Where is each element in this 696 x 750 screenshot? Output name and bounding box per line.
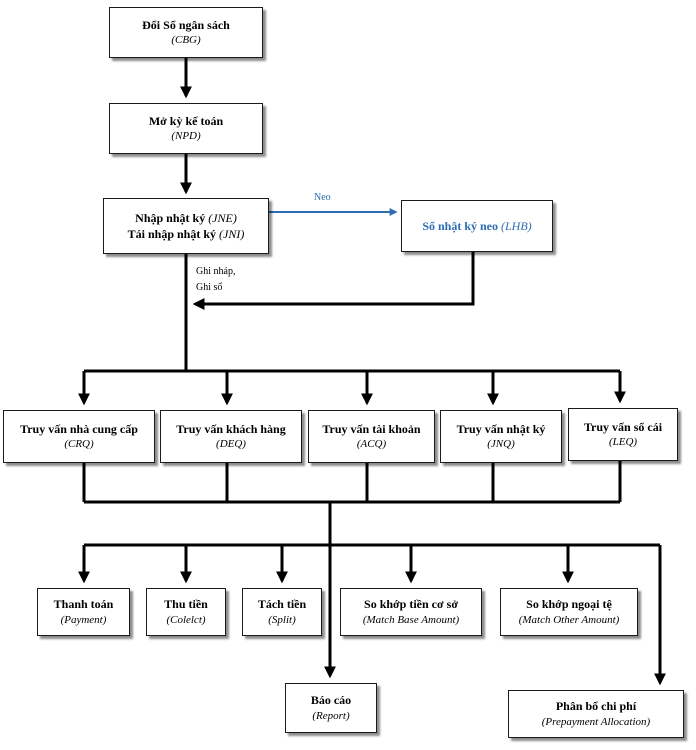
arrow-lhb-return [192,252,475,310]
node-cbg: Đổi Sổ ngân sách (CBG) [109,7,263,58]
node-leq-title: Truy vấn sổ cái [583,419,663,434]
node-npd-title: Mở kỳ kế toán [148,113,224,128]
node-jne-code2: (JNI) [219,227,245,241]
node-deq-title: Truy vấn khách hàng [176,421,286,436]
node-lhb: Sổ nhật ký neo (LHB) [401,200,553,252]
node-jne-line1: Nhập nhật ký [135,210,206,225]
node-acq-title: Truy vấn tài khoản [322,421,421,436]
node-npd-code: (NPD) [171,130,201,143]
node-payment-code: (Payment) [60,613,107,626]
node-payment-title: Thanh toán [53,597,114,612]
node-report-code: (Report) [312,709,350,722]
node-crq: Truy vấn nhà cung cấp (CRQ) [3,410,155,463]
node-moa: So khớp ngoại tệ (Match Other Amount) [500,588,638,636]
node-mba-code: (Match Base Amount) [362,613,460,626]
node-payment: Thanh toán (Payment) [37,588,130,636]
node-deq: Truy vấn khách hàng (DEQ) [160,410,302,463]
node-mba-title: So khớp tiền cơ sở [364,597,458,612]
node-split: Tách tiền (Split) [242,588,322,636]
node-cbg-title: Đổi Sổ ngân sách [142,17,230,32]
node-crq-code: (CRQ) [64,438,94,451]
neo-label: Neo [314,192,331,203]
node-crq-title: Truy vấn nhà cung cấp [20,421,138,436]
node-collect: Thu tiền (Colelct) [146,588,226,636]
node-jne-code1: (JNE) [208,210,237,225]
node-prepay-title: Phân bổ chi phí [555,699,637,714]
node-jnq-title: Truy vấn nhật ký [456,421,546,436]
node-jne: Nhập nhật ký (JNE) Tái nhập nhật ký (JNI… [103,198,269,254]
node-collect-code: (Colelct) [166,613,206,626]
node-prepay-code: (Prepayment Allocation) [541,715,651,728]
node-jnq: Truy vấn nhật ký (JNQ) [440,410,562,463]
node-report-title: Báo cáo [310,693,352,708]
node-split-title: Tách tiền [257,597,307,612]
node-leq-code: (LEQ) [608,436,638,449]
node-lhb-title: Sổ nhật ký neo [422,218,499,233]
draft-label: Ghi nháp, [196,266,236,277]
node-jne-line2: Tái nhập nhật ký [127,227,217,241]
node-npd: Mở kỳ kế toán (NPD) [109,103,263,154]
node-leq: Truy vấn sổ cái (LEQ) [568,408,678,461]
node-collect-title: Thu tiền [164,597,208,612]
node-jnq-code: (JNQ) [487,438,515,451]
post-label: Ghi sổ [196,282,223,293]
node-prepay: Phân bổ chi phí (Prepayment Allocation) [508,690,684,738]
node-lhb-code: (LHB) [501,218,532,233]
node-report: Báo cáo (Report) [285,683,377,733]
node-moa-title: So khớp ngoại tệ [526,597,612,612]
node-cbg-code: (CBG) [171,34,201,47]
node-deq-code: (DEQ) [216,438,246,451]
node-moa-code: (Match Other Amount) [518,613,620,626]
node-mba: So khớp tiền cơ sở (Match Base Amount) [340,588,482,636]
node-split-code: (Split) [268,613,296,626]
node-acq-code: (ACQ) [356,438,387,451]
node-acq: Truy vấn tài khoản (ACQ) [308,410,435,463]
